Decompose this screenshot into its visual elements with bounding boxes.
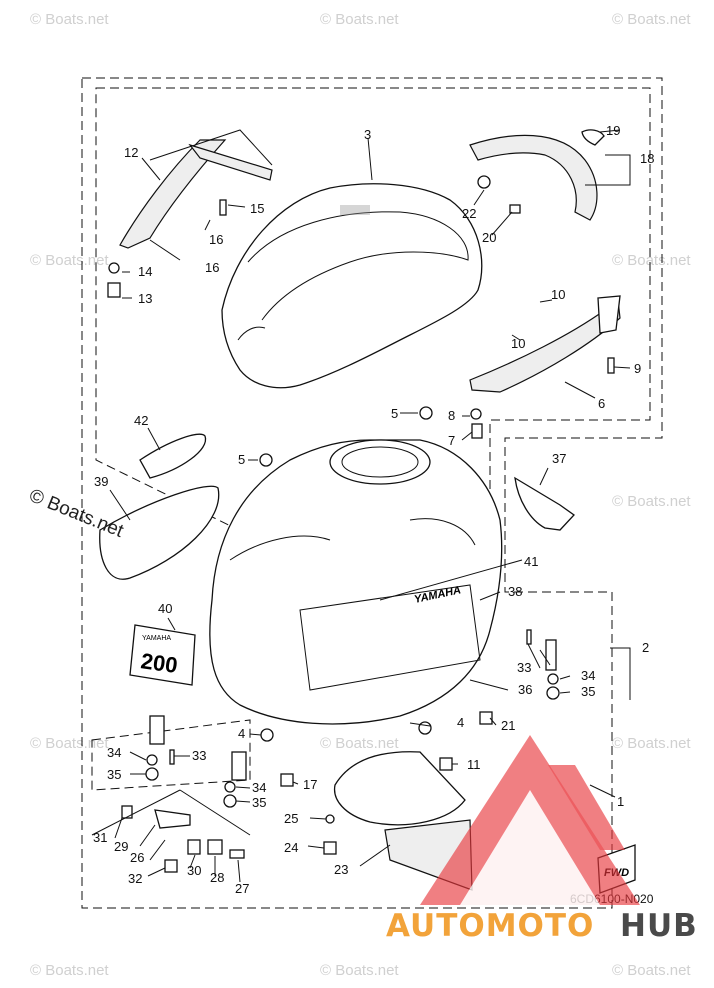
callout-1: 1 <box>617 794 624 809</box>
callout-28: 28 <box>210 870 224 885</box>
callout-34: 34 <box>107 745 121 760</box>
callout-18: 18 <box>640 151 654 166</box>
watermark: © Boats.net <box>30 962 109 979</box>
leader-lines <box>91 129 631 883</box>
decal-model-number: 200 <box>139 648 179 678</box>
watermark: © Boats.net <box>320 962 399 979</box>
watermark: © Boats.net <box>320 735 399 752</box>
callout-30: 30 <box>187 863 201 878</box>
watermark: © Boats.net <box>612 11 691 28</box>
decal-39 <box>99 485 220 580</box>
callout-17: 17 <box>303 777 317 792</box>
callout-16: 16 <box>209 232 223 247</box>
brand-logo-mark <box>420 735 640 905</box>
lower-dashed-boundary <box>91 719 251 791</box>
callout-27: 27 <box>235 881 249 896</box>
callout-23: 23 <box>334 862 348 877</box>
watermark: © Boats.net <box>320 11 399 28</box>
callout-41: 41 <box>524 554 538 569</box>
top-cowl <box>221 183 483 389</box>
callout-10: 10 <box>551 287 565 302</box>
outer-dashed-boundary <box>81 77 663 909</box>
brand-text-primary: AUTOMOTO <box>386 908 594 944</box>
left-side-rail <box>119 129 273 249</box>
callout-33: 33 <box>517 660 531 675</box>
callout-29: 29 <box>114 839 128 854</box>
copyright-watermark: © Boats.net <box>26 485 127 542</box>
callout-2: 2 <box>642 640 649 655</box>
brand-text-secondary: HUB <box>620 908 698 944</box>
decal-37 <box>514 476 575 531</box>
front-rail <box>469 295 621 393</box>
callout-33: 33 <box>192 748 206 763</box>
callout-3: 3 <box>364 127 371 142</box>
callout-40: 40 <box>158 601 172 616</box>
callout-20: 20 <box>482 230 496 245</box>
callout-24: 24 <box>284 840 298 855</box>
callout-35: 35 <box>581 684 595 699</box>
callout-14: 14 <box>138 264 152 279</box>
callout-7: 7 <box>448 433 455 448</box>
callout-9: 9 <box>634 361 641 376</box>
callout-35: 35 <box>252 795 266 810</box>
callout-5: 5 <box>238 452 245 467</box>
callout-4: 4 <box>238 726 245 741</box>
callout-34: 34 <box>252 780 266 795</box>
callout-4: 4 <box>457 715 464 730</box>
decal-brand-text: YAMAHA <box>142 635 171 642</box>
callout-5: 5 <box>391 406 398 421</box>
callout-15: 15 <box>250 201 264 216</box>
callout-8: 8 <box>448 408 455 423</box>
watermark: © Boats.net <box>30 11 109 28</box>
callout-21: 21 <box>501 718 515 733</box>
callout-10: 10 <box>511 336 525 351</box>
callout-11: 11 <box>467 757 481 772</box>
callouts: 1 2 3 4 4 5 5 6 7 8 9 10 10 11 12 13 14 … <box>93 123 654 896</box>
callout-38: 38 <box>508 584 522 599</box>
callout-16: 16 <box>205 260 219 275</box>
callout-37: 37 <box>552 451 566 466</box>
watermark: © Boats.net <box>612 252 691 269</box>
watermark: © Boats.net <box>612 962 691 979</box>
fasteners <box>107 175 615 873</box>
watermark: © Boats.net <box>30 252 109 269</box>
watermark: © Boats.net <box>612 493 691 510</box>
callout-39: 39 <box>94 474 108 489</box>
decal-40: YAMAHA 200 <box>129 624 196 686</box>
callout-34: 34 <box>581 668 595 683</box>
callout-35: 35 <box>107 767 121 782</box>
callout-22: 22 <box>462 206 476 221</box>
callout-32: 32 <box>128 871 142 886</box>
right-side-rail <box>469 129 605 221</box>
watermark: © Boats.net <box>30 735 109 752</box>
callout-6: 6 <box>598 396 605 411</box>
callout-25: 25 <box>284 811 298 826</box>
callout-31: 31 <box>93 830 107 845</box>
callout-12: 12 <box>124 145 138 160</box>
callout-42: 42 <box>134 413 148 428</box>
watermark: © Boats.net <box>612 735 691 752</box>
callout-13: 13 <box>138 291 152 306</box>
inner-dashed-boundary <box>95 87 651 561</box>
callout-36: 36 <box>518 682 532 697</box>
callout-19: 19 <box>606 123 620 138</box>
callout-26: 26 <box>130 850 144 865</box>
bottom-cowl: YAMAHA <box>209 439 503 725</box>
decal-42 <box>139 433 207 479</box>
